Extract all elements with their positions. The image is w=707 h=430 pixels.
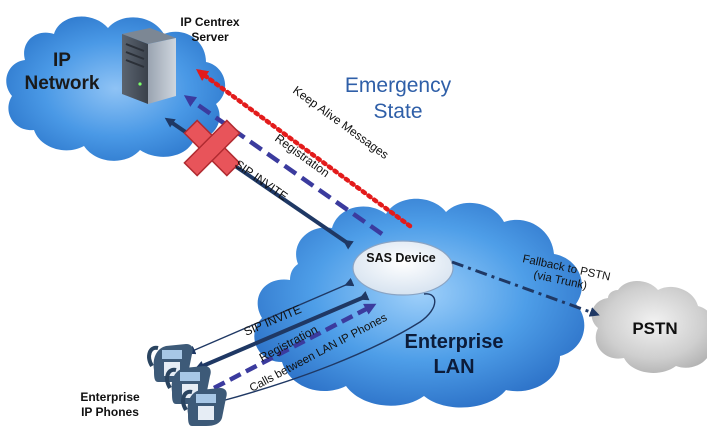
- sas-device[interactable]: SAS Device: [352, 240, 454, 296]
- server-icon: [122, 28, 176, 104]
- blocked-cross-icon: [183, 119, 241, 177]
- phone-icon: [181, 388, 227, 426]
- fallback-pstn-arrow: [451, 260, 600, 317]
- sip-invite-top-label: SIP INVITE: [232, 157, 290, 204]
- registration-dashed-bottom-arrow: [212, 303, 377, 390]
- phones-label-line2: IP Phones: [81, 405, 139, 419]
- pstn-label: PSTN: [632, 319, 677, 338]
- diagram-title-line2: State: [373, 100, 422, 123]
- calls-between-loop: [217, 293, 436, 403]
- registration-bottom-arrow: [194, 291, 370, 371]
- registration-top-label: Registration: [272, 131, 332, 180]
- pstn-cloud: PSTN: [591, 281, 707, 373]
- enterprise-lan-label-line1: Enterprise: [405, 331, 504, 353]
- enterprise-lan-label-line2: LAN: [433, 356, 474, 378]
- diagram-title-line1: Emergency: [345, 74, 452, 97]
- sas-device-label: SAS Device: [366, 251, 436, 265]
- ip-network-label-line2: Network: [25, 73, 100, 94]
- server-label-line2: Server: [191, 30, 229, 44]
- server-label-line1: IP Centrex: [180, 15, 239, 29]
- ip-network-label-line1: IP: [53, 50, 71, 71]
- ip-phones: [147, 344, 227, 426]
- phones-label-line1: Enterprise: [80, 390, 140, 404]
